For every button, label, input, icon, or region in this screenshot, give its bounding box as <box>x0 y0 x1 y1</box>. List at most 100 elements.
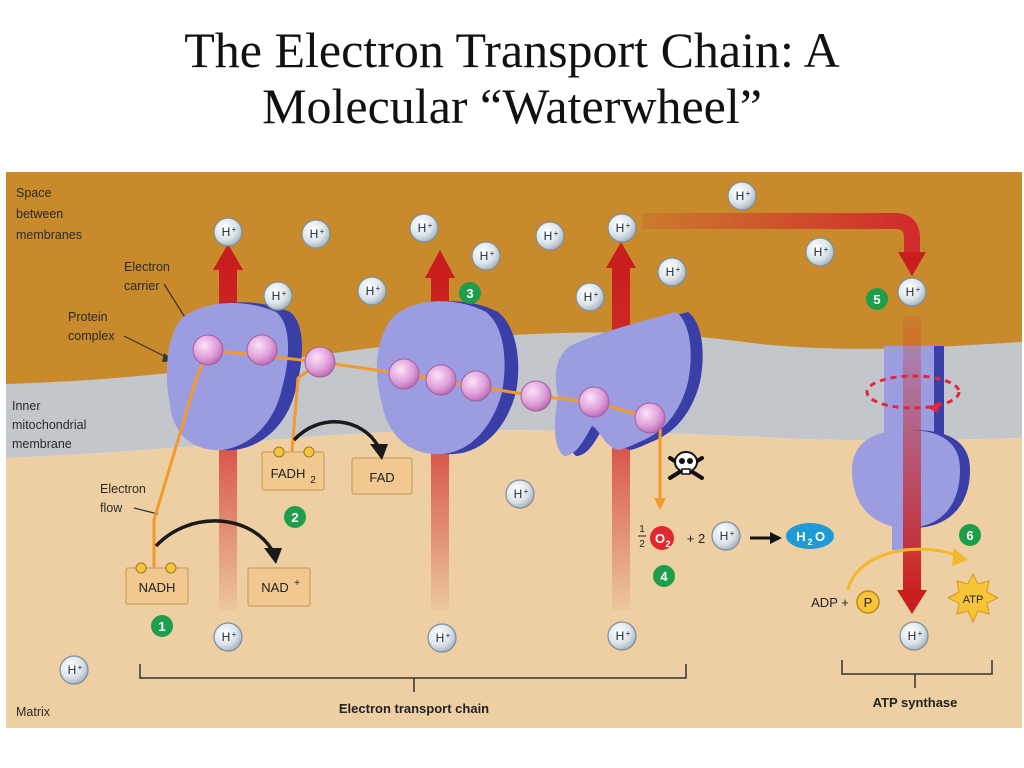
svg-text:+: + <box>78 663 83 672</box>
svg-text:+: + <box>490 249 495 258</box>
label-inner-membrane-1: Inner <box>12 399 41 413</box>
label-protein-complex-2: complex <box>68 329 115 343</box>
h-ion-icon: H+ <box>897 277 927 307</box>
nadh-box: NADH <box>125 562 189 605</box>
svg-text:ATP synthase: ATP synthase <box>873 695 958 710</box>
h-ion-icon: H+ <box>899 621 929 651</box>
svg-text:ATP: ATP <box>963 594 984 606</box>
svg-text:+: + <box>282 289 287 298</box>
h-ion-icon: H+ <box>263 281 293 311</box>
bracket-atp-synthase: ATP synthase <box>841 660 993 710</box>
h-ion-icon: H+ <box>535 221 565 251</box>
svg-text:+: + <box>594 290 599 299</box>
nad-box: NAD + <box>247 567 311 607</box>
h-ion-icon: H+ <box>727 181 757 211</box>
svg-text:H: H <box>222 225 231 239</box>
svg-text:3: 3 <box>466 286 473 301</box>
svg-text:H: H <box>436 631 445 645</box>
svg-text:+: + <box>626 629 631 638</box>
svg-text:Electron transport chain: Electron transport chain <box>339 701 489 716</box>
rotation-icon <box>865 374 961 413</box>
svg-text:+: + <box>746 189 751 198</box>
svg-text:+: + <box>376 284 381 293</box>
svg-text:H: H <box>906 285 915 299</box>
svg-text:+ 2: + 2 <box>687 531 705 546</box>
arrowhead-nadh-to-nad <box>264 548 282 564</box>
electron-carriers <box>192 334 666 434</box>
proton-gradient-arrow <box>642 213 926 276</box>
h-ion-icon: H+ <box>711 521 741 551</box>
atp-starburst-icon: ATP <box>946 572 1000 624</box>
h-ion-icon: H+ <box>607 213 637 243</box>
svg-text:H: H <box>584 290 593 304</box>
step-badge-2: 2 <box>284 506 306 528</box>
label-electron-carrier-2: carrier <box>124 279 159 293</box>
label-inner-membrane-3: membrane <box>12 437 72 451</box>
svg-text:+: + <box>294 578 300 589</box>
svg-text:2: 2 <box>291 510 298 525</box>
svg-text:2: 2 <box>310 475 316 486</box>
step-badge-6: 6 <box>959 524 981 546</box>
svg-text:H: H <box>222 630 231 644</box>
svg-text:+: + <box>232 630 237 639</box>
svg-text:FAD: FAD <box>369 470 394 485</box>
svg-text:+: + <box>554 229 559 238</box>
h-ion-icon: H+ <box>213 622 243 652</box>
label-electron-flow-2: flow <box>100 501 123 515</box>
svg-text:H: H <box>310 227 319 241</box>
svg-text:1: 1 <box>639 524 645 535</box>
title-line-2: Molecular “Waterwheel” <box>262 78 762 134</box>
h-ion-icon: H+ <box>657 257 687 287</box>
label-electron-flow-1: Electron <box>100 482 146 496</box>
label-space-between-1: Space <box>16 186 51 200</box>
svg-text:H: H <box>480 249 489 263</box>
arrow-fadh2-to-fad <box>292 420 380 447</box>
h-ion-icon: H+ <box>575 282 605 312</box>
svg-text:P: P <box>864 595 873 610</box>
svg-text:+: + <box>232 225 237 234</box>
svg-text:NAD: NAD <box>261 580 288 595</box>
svg-text:H: H <box>418 221 427 235</box>
arrow-nadh-to-nad <box>154 519 274 551</box>
svg-text:O: O <box>655 531 665 546</box>
slide-title: The Electron Transport Chain: A Molecula… <box>0 22 1024 134</box>
svg-text:2: 2 <box>665 539 670 549</box>
svg-text:H: H <box>616 221 625 235</box>
skull-crossbones-icon <box>668 451 704 480</box>
svg-text:+: + <box>730 529 735 538</box>
matrix-region <box>6 430 1022 728</box>
h-ion-icon: H+ <box>59 655 89 685</box>
h-ion-icon: H+ <box>409 213 439 243</box>
svg-text:FADH: FADH <box>271 466 306 481</box>
h-ion-icon: H+ <box>427 623 457 653</box>
svg-text:O: O <box>815 529 825 544</box>
svg-text:H: H <box>720 529 729 543</box>
svg-text:+: + <box>446 631 451 640</box>
h-ion-icon: H+ <box>301 219 331 249</box>
step-badge-4: 4 <box>653 565 675 587</box>
label-protein-complex-1: Protein <box>68 310 108 324</box>
water-icon: H 2 O <box>786 523 834 549</box>
svg-text:H: H <box>544 229 553 243</box>
svg-text:+: + <box>626 221 631 230</box>
svg-text:H: H <box>736 189 745 203</box>
h-ion-icon: H+ <box>505 479 535 509</box>
fad-box: FAD <box>351 457 413 495</box>
hydrogen-ions: H+H+H+H+H+H+H+H+H+H+H+H+H+H+H+H+H+H+H+H+ <box>59 181 929 685</box>
svg-text:H: H <box>272 289 281 303</box>
svg-text:H: H <box>616 629 625 643</box>
callout-line-flow <box>133 507 159 515</box>
arrowhead-fadh2-to-fad <box>370 444 388 460</box>
electron-flow-arrowhead <box>654 498 666 510</box>
svg-text:6: 6 <box>966 528 973 543</box>
svg-text:1: 1 <box>158 619 165 634</box>
h-ion-icon: H+ <box>471 241 501 271</box>
h-ion-icon: H+ <box>357 276 387 306</box>
bracket-electron-transport-chain: Electron transport chain <box>139 664 687 716</box>
label-inner-membrane-2: mitochondrial <box>12 418 86 432</box>
svg-text:+: + <box>918 629 923 638</box>
svg-text:2: 2 <box>639 539 645 550</box>
step-badge-1: 1 <box>151 615 173 637</box>
svg-text:+: + <box>320 227 325 236</box>
